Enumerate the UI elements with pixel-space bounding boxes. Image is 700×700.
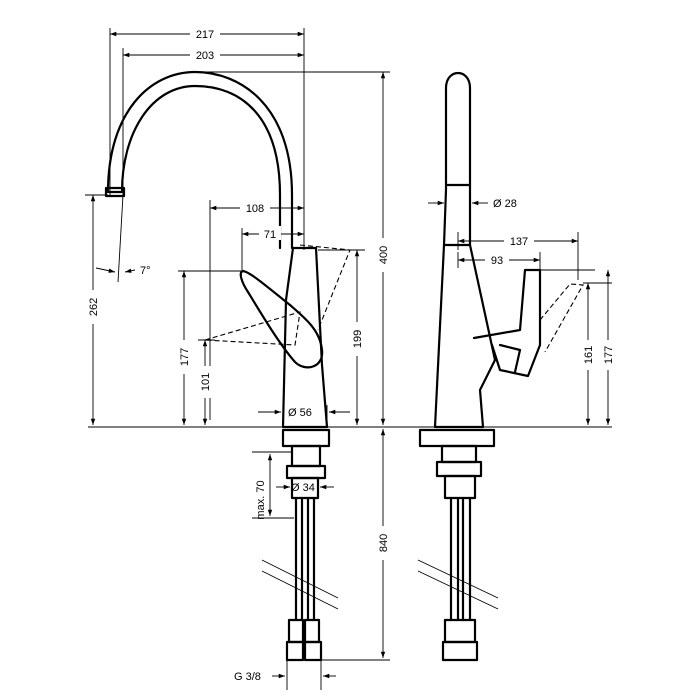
dim-label-161: 161: [583, 346, 595, 364]
hose-fitting: [285, 640, 305, 662]
break-mark: [261, 559, 339, 599]
dim-label-840: 840: [378, 534, 390, 552]
side-spout: [444, 71, 472, 192]
threaded-nut: [285, 464, 327, 480]
break-mark: [417, 559, 499, 599]
dim-label-177-left: 177: [179, 348, 191, 366]
dim-label-spout-dia: Ø 28: [493, 198, 517, 210]
dim-label-199: 199: [352, 330, 364, 348]
side-mount-shank: [440, 444, 478, 464]
spout-tip: [104, 186, 126, 198]
dim-label-108: 108: [246, 203, 264, 215]
dim-label-217: 217: [196, 29, 214, 41]
dim-label-400: 400: [378, 246, 390, 264]
dim-label-101: 101: [200, 373, 212, 391]
side-view: Ø 28 137 93 161 177: [417, 71, 615, 662]
dim-label-177-right: 177: [603, 346, 615, 364]
dim-label-262: 262: [88, 298, 100, 316]
side-nut: [435, 460, 483, 478]
side-lever: [472, 268, 542, 378]
dim-label-base-dia: Ø 56: [288, 407, 312, 419]
side-shank-tube: [443, 474, 477, 500]
side-mount-plate: [418, 428, 496, 448]
dim-label-93: 93: [491, 255, 503, 267]
dim-label-203: 203: [196, 50, 214, 62]
front-body: [281, 246, 329, 429]
mount-plate: [281, 428, 331, 448]
lever-alt-position: [204, 311, 301, 346]
dim-label-angle: 7°: [140, 265, 151, 277]
lever-alt-position: [299, 244, 351, 331]
front-lever: [239, 269, 324, 369]
break-mark: [261, 570, 339, 610]
hose-fitting: [303, 640, 323, 662]
mount-shank: [290, 444, 322, 468]
front-view: 217 203 108 71 7° 262 177 101 199: [85, 26, 612, 690]
hose-fitting: [303, 618, 321, 644]
dim-label-hole-dia: Ø 34: [291, 482, 315, 494]
shank-tube: [290, 476, 320, 500]
front-spout: [106, 70, 294, 250]
side-lever-alt: [539, 283, 584, 353]
dim-label-max-70: max. 70: [255, 480, 267, 519]
dim-label-71: 71: [264, 229, 276, 241]
dim-label-137: 137: [510, 236, 528, 248]
break-mark: [417, 570, 499, 610]
side-body: [433, 188, 497, 429]
dim-label-thread: G 3/8: [234, 671, 261, 683]
hose-fitting: [287, 618, 305, 644]
